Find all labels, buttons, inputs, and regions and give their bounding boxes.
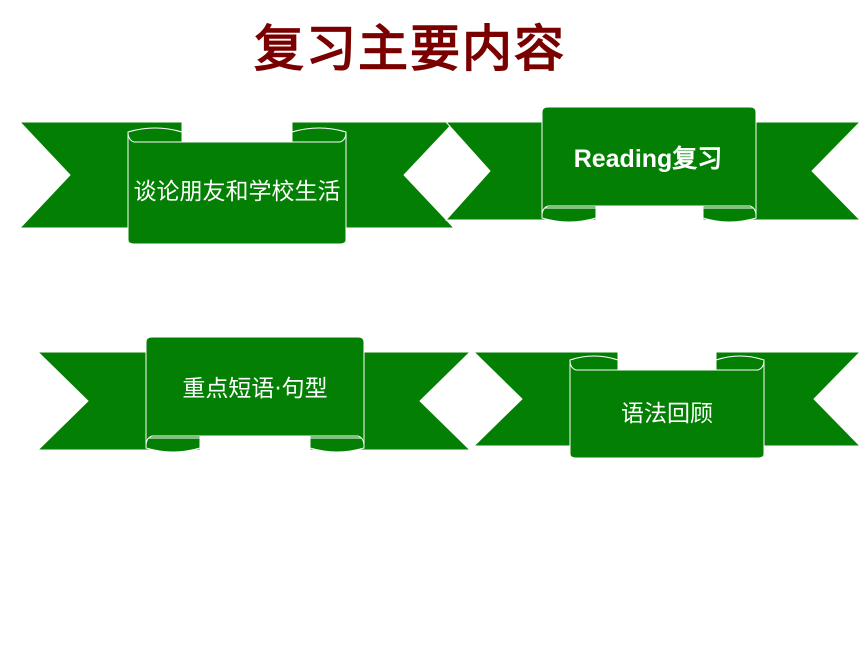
banner-label: 谈论朋友和学校生活: [133, 179, 341, 205]
banner-label: Reading复习: [573, 145, 723, 173]
banner-label: 重点短语·句型: [182, 376, 328, 402]
banner-label: 语法回顾: [621, 401, 713, 427]
slide-title: 复习主要内容: [254, 19, 566, 78]
